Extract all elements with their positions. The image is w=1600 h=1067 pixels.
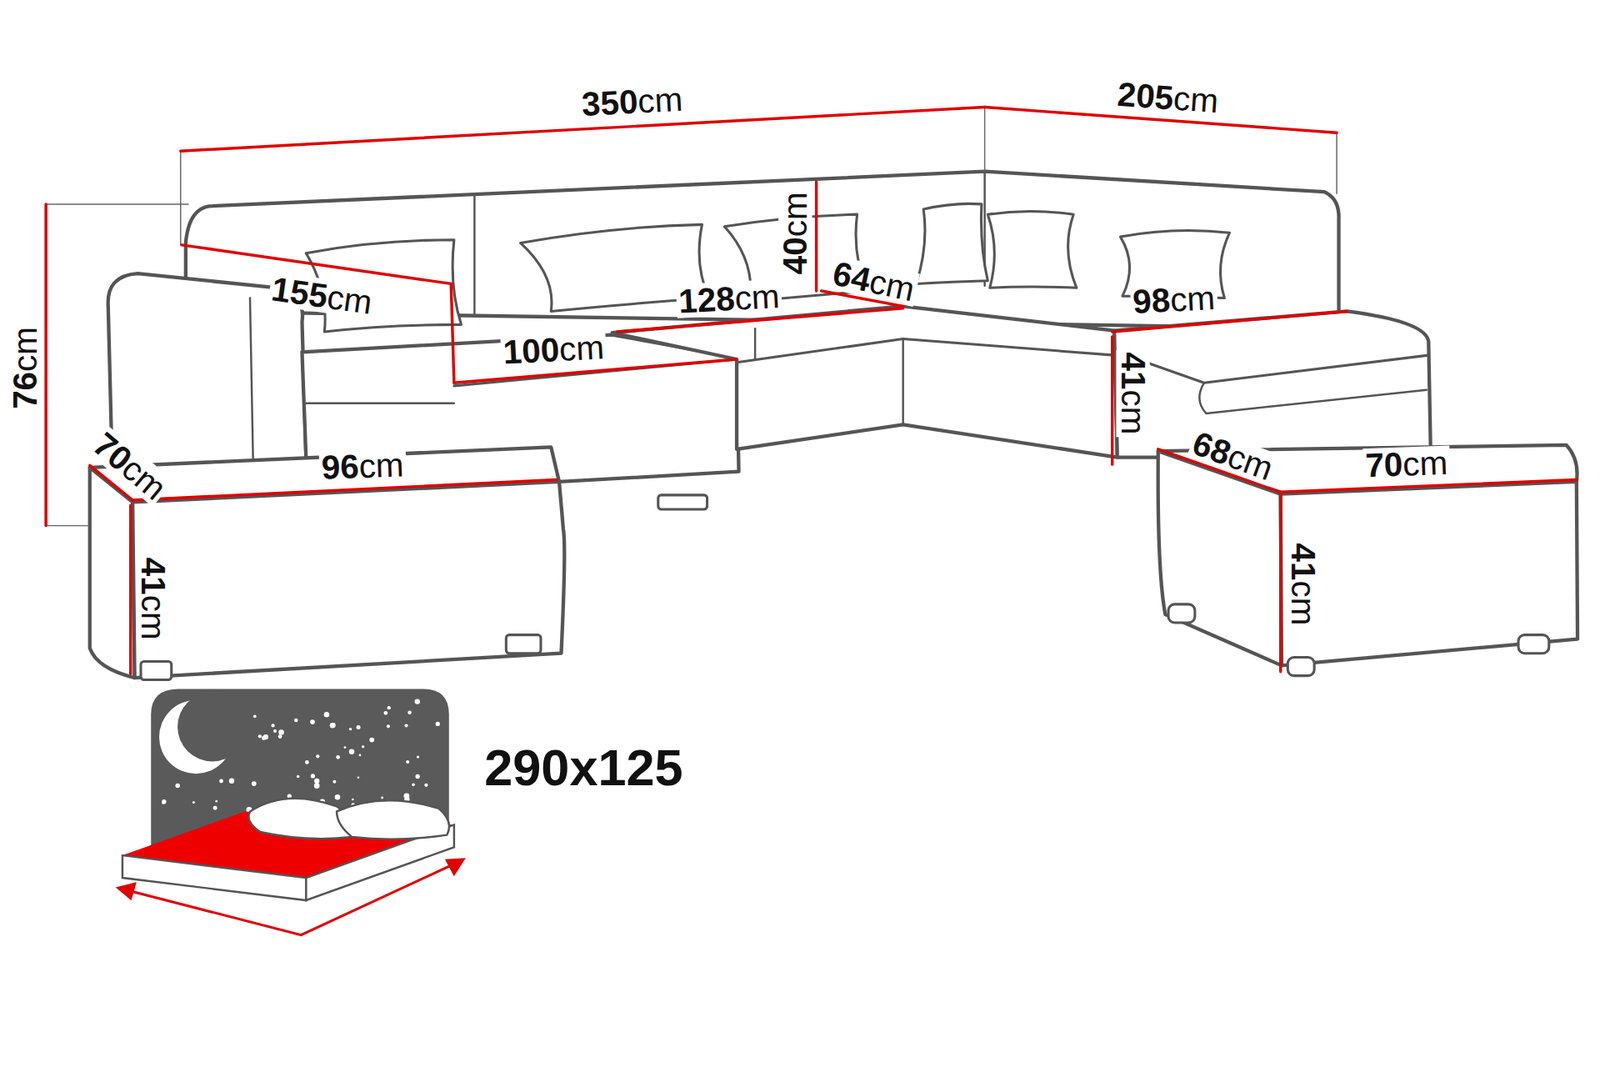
dimension-label: 350cm [579, 81, 686, 121]
dimension-label: 70cm [85, 425, 174, 507]
dimension-label: 68cm [1186, 424, 1280, 485]
dimension-label: 96cm [318, 446, 406, 484]
dimension-label: 41cm [1115, 350, 1150, 437]
dimension-label: 76cm [7, 324, 41, 411]
dimension-label: 155cm [268, 270, 378, 320]
dimension-label: 70cm [1362, 445, 1450, 482]
dimension-label: 40cm [778, 189, 812, 276]
dimension-label: 128cm [675, 278, 783, 318]
dimension-label: 100cm [500, 329, 608, 369]
dimension-label: 98cm [1129, 280, 1218, 319]
dimension-label: 41cm [135, 555, 170, 642]
sleeping-area-icon [118, 689, 464, 935]
dimension-label: 64cm [827, 255, 920, 306]
dimension-label: 205cm [1115, 76, 1223, 118]
bed-size-label: 290x125 [482, 741, 685, 793]
dimension-label: 41cm [1285, 540, 1320, 628]
